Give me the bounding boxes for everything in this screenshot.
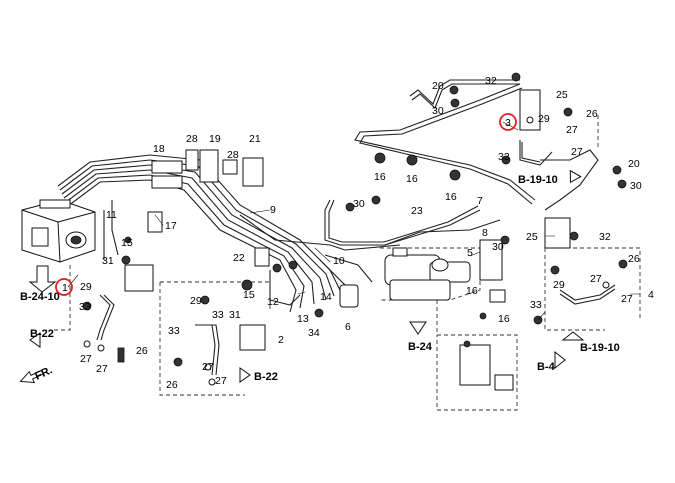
pipe-clips-upper (147, 149, 270, 267)
callout-26-bottom: 26 (166, 379, 178, 391)
callout-2: 2 (278, 334, 284, 346)
ref-b-22-left[interactable]: B-22 (30, 328, 54, 340)
ref-b-24-10[interactable]: B-24-10 (20, 291, 60, 303)
callout-26-left: 26 (136, 345, 148, 357)
callout-15-left: 15 (121, 237, 133, 249)
callout-19: 19 (209, 133, 221, 145)
callout-33-b: 33 (168, 325, 180, 337)
callout-27-e: 27 (566, 124, 578, 136)
callout-20-right: 20 (628, 158, 640, 170)
callout-16-e: 16 (498, 313, 510, 325)
callout-15-center: 15 (243, 289, 255, 301)
highlight-circle-part-1 (55, 278, 73, 296)
callout-33-c: 33 (498, 151, 510, 163)
highlight-circle-part-3 (499, 113, 517, 131)
callout-27-g: 27 (590, 273, 602, 285)
front-direction-indicator: FR. (33, 364, 54, 382)
callout-20-top: 20 (432, 80, 444, 92)
callout-31-b: 31 (229, 309, 241, 321)
callout-32-b: 32 (599, 231, 611, 243)
callout-1: 1 (62, 282, 68, 294)
callout-4: 4 (648, 289, 654, 301)
callout-30-a: 30 (432, 105, 444, 117)
callout-28-a: 28 (186, 133, 198, 145)
callout-29-d: 29 (553, 279, 565, 291)
abs-modulator-unit (21, 199, 96, 263)
callout-10: 10 (333, 255, 345, 267)
callout-21: 21 (249, 133, 261, 145)
callout-22: 22 (233, 252, 245, 264)
rear-brake-pipes (324, 79, 599, 251)
callout-16-b: 16 (406, 173, 418, 185)
ref-b-22-center[interactable]: B-22 (254, 371, 278, 383)
callout-30-b: 30 (630, 180, 642, 192)
brake-pipe-bundle (57, 154, 373, 313)
callout-34: 34 (308, 327, 320, 339)
callout-labels: 1 2 3 4 5 6 7 8 9 10 11 12 13 14 15 15 1… (62, 75, 654, 391)
callout-8: 8 (482, 227, 488, 239)
callout-25-mid: 25 (526, 231, 538, 243)
section-references: B-24-10 B-22 B-22 B-24 B-19-10 B-19-10 B… (20, 174, 620, 383)
callout-23: 23 (411, 205, 423, 217)
callout-27-f: 27 (571, 146, 583, 158)
callout-29-b: 29 (190, 295, 202, 307)
front-label: FR. (33, 364, 54, 382)
callout-26-top: 26 (586, 108, 598, 120)
callout-33-e: 33 (212, 309, 224, 321)
callout-7: 7 (477, 195, 483, 207)
leader-lines (67, 121, 641, 321)
ref-b-24[interactable]: B-24 (408, 341, 433, 353)
callout-6: 6 (345, 321, 351, 333)
callout-16-c: 16 (445, 191, 457, 203)
callout-30-c: 30 (353, 198, 365, 210)
callout-13: 13 (297, 313, 309, 325)
reference-arrows (19, 169, 585, 384)
callout-33-d: 33 (530, 299, 542, 311)
callout-29-a: 29 (80, 281, 92, 293)
master-cylinder (339, 247, 471, 308)
callout-16-a: 16 (374, 171, 386, 183)
callout-27-d: 27 (215, 375, 227, 387)
callout-3: 3 (505, 117, 511, 129)
callout-30-d: 30 (492, 241, 504, 253)
callout-12: 12 (267, 296, 279, 308)
callout-5: 5 (467, 247, 473, 259)
dashed-outlines (50, 115, 641, 411)
callout-33-a: 33 (79, 301, 91, 313)
ref-b-19-10-top[interactable]: B-19-10 (518, 174, 558, 186)
callout-28-b: 28 (227, 149, 239, 161)
fasteners (82, 72, 628, 386)
callout-25-top: 25 (556, 89, 568, 101)
callout-18: 18 (153, 143, 165, 155)
callout-11: 11 (106, 209, 117, 221)
callout-16-d: 16 (466, 285, 478, 297)
callout-32-a: 32 (485, 75, 497, 87)
callout-27-c: 27 (202, 361, 214, 373)
callout-27-a: 27 (80, 353, 92, 365)
callout-29-c: 29 (538, 113, 550, 125)
callout-9: 9 (270, 204, 276, 216)
callout-27-h: 27 (621, 293, 633, 305)
callout-26-right: 26 (628, 253, 640, 265)
callout-31-a: 31 (102, 255, 114, 267)
rear-hose-assemblies (459, 89, 616, 391)
callout-27-b: 27 (96, 363, 108, 375)
highlight-markers (55, 113, 517, 296)
callout-17: 17 (165, 220, 177, 232)
callout-14: 14 (320, 291, 332, 303)
front-hose-left (96, 264, 266, 376)
ref-b-4[interactable]: B-4 (537, 361, 556, 373)
ref-b-19-10-bottom[interactable]: B-19-10 (580, 342, 620, 354)
